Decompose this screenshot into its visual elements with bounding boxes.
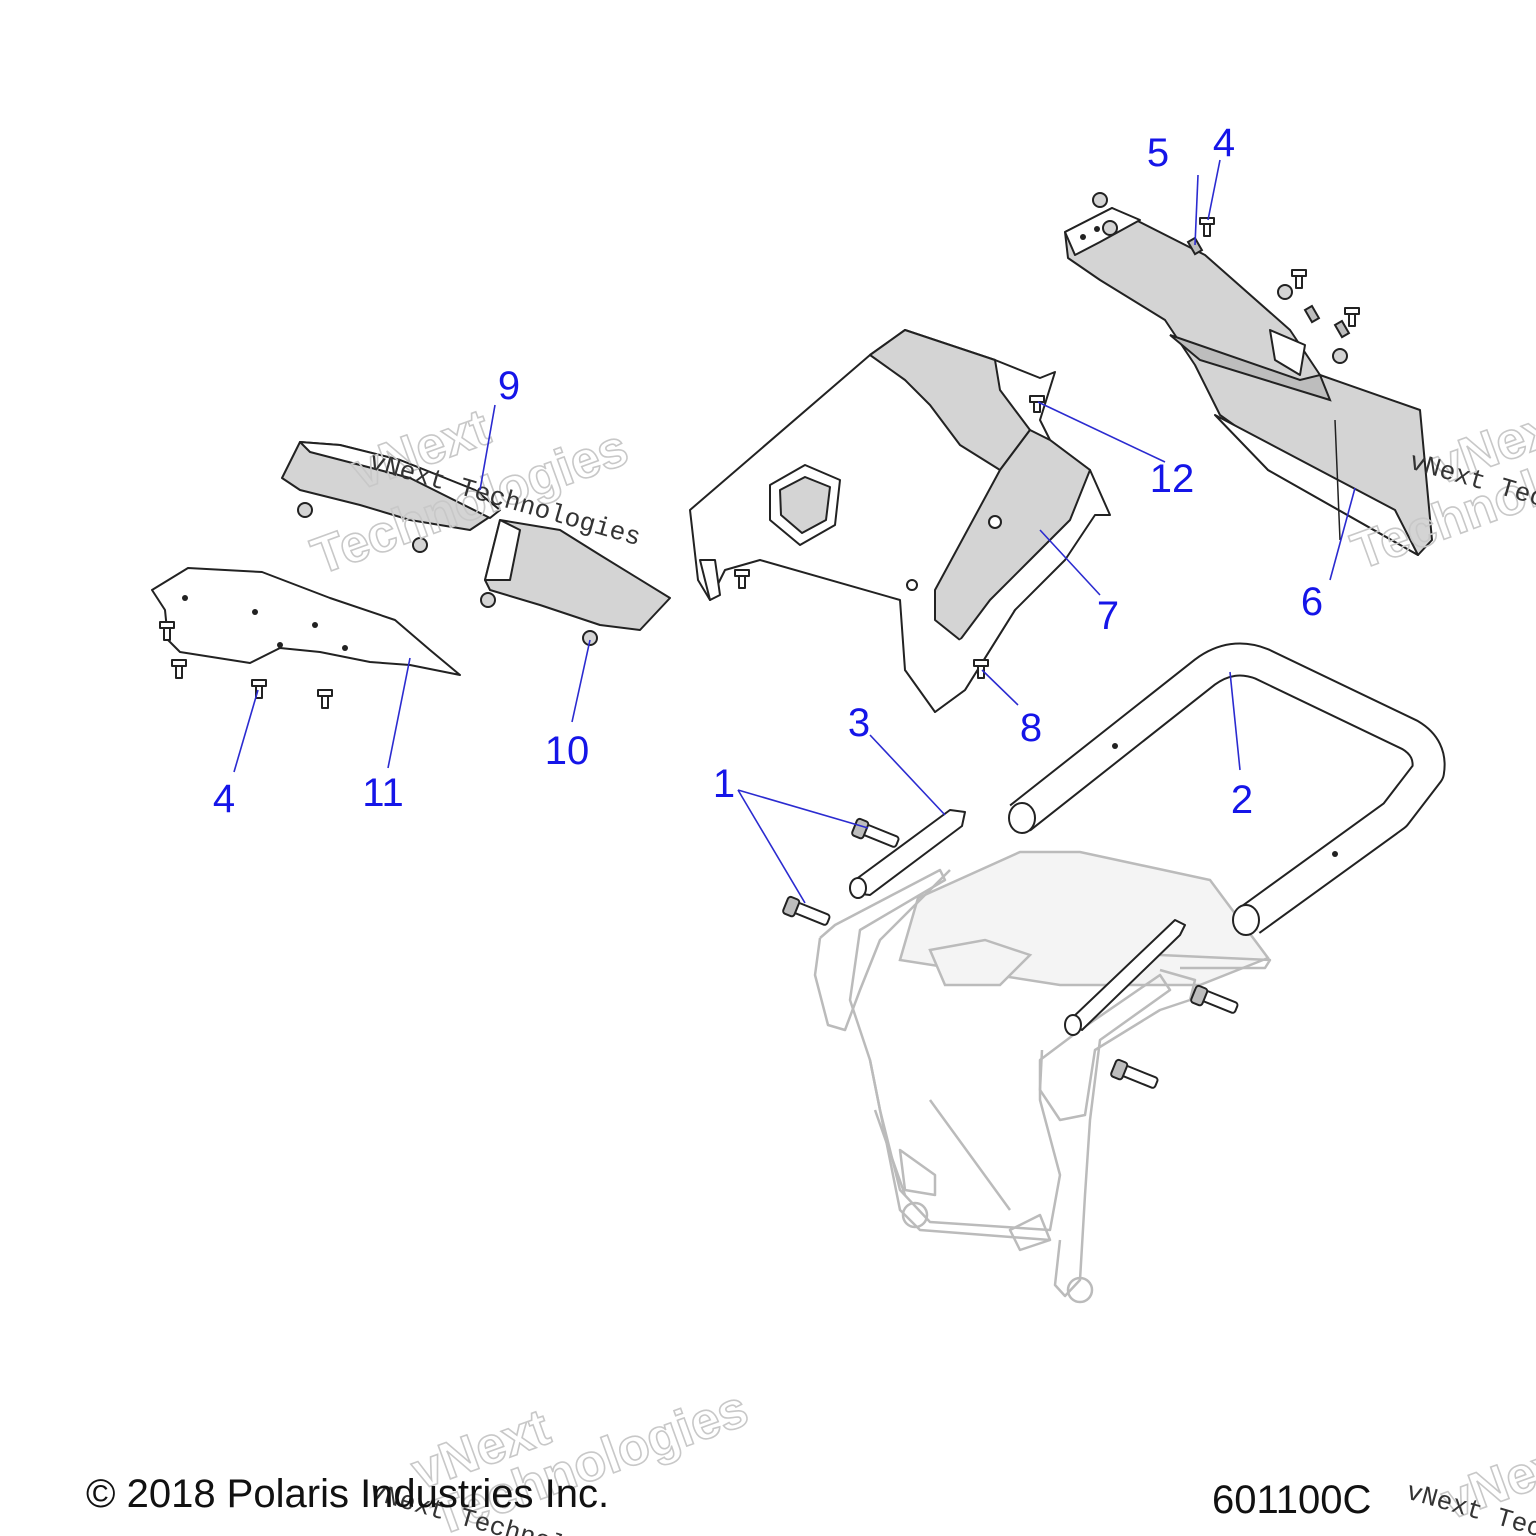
footer: © 2018 Polaris Industries Inc. 601100C [86, 1472, 1371, 1522]
part-11-skid-plate [151, 567, 461, 676]
callouts: 1 2 3 4 4 5 6 7 8 9 10 11 12 [213, 121, 1323, 822]
clip-nut-icon [480, 592, 496, 608]
push-pin-icon [1029, 395, 1045, 413]
leader-lines [233, 159, 1356, 904]
callout-8: 8 [1020, 706, 1042, 750]
fasteners [159, 192, 1360, 709]
bolts [782, 817, 1239, 1089]
callout-6: 6 [1301, 580, 1323, 624]
copyright-text: © 2018 Polaris Industries Inc. [86, 1472, 609, 1516]
callout-5: 5 [1147, 131, 1169, 175]
push-pin-icon [734, 569, 750, 589]
callout-9: 9 [498, 364, 520, 408]
diagram-number: 601100C [1212, 1478, 1371, 1522]
push-pin-icon [317, 689, 333, 709]
callout-3: 3 [848, 701, 870, 745]
part-3-strut [849, 809, 1186, 1036]
clip-icon [1333, 319, 1351, 339]
callout-4: 4 [213, 777, 235, 821]
push-pin-icon [251, 679, 267, 699]
push-pin-icon [1344, 307, 1360, 327]
clip-nut-icon [1102, 220, 1118, 236]
clip-nut-icon [297, 502, 313, 518]
callout-4: 4 [1213, 121, 1235, 165]
callout-12: 12 [1150, 457, 1195, 501]
clip-icon [1186, 236, 1204, 256]
bolt-icon [1190, 984, 1239, 1014]
callout-1: 1 [713, 762, 735, 806]
clip-nut-icon [582, 630, 598, 646]
part-9-upper-panel [281, 441, 671, 631]
bolt-icon [1110, 1058, 1159, 1089]
clip-nut-icon [1332, 348, 1348, 364]
clip-nut-icon [1277, 284, 1293, 300]
push-pin-icon [1199, 217, 1215, 237]
bolt-icon [782, 895, 831, 926]
part-6-side-panel [1064, 207, 1433, 556]
push-pin-icon [1291, 269, 1307, 289]
callout-2: 2 [1231, 778, 1253, 822]
callout-7: 7 [1097, 594, 1119, 638]
push-pin-icon [159, 621, 175, 641]
push-pin-icon [171, 659, 187, 679]
clip-icon [1303, 304, 1321, 324]
ghost-frame [813, 850, 1272, 1304]
part-2-u-tube [1008, 642, 1446, 936]
part-7-center-cowl [689, 329, 1111, 713]
bolt-icon [851, 817, 900, 848]
clip-nut-icon [412, 537, 428, 553]
callout-10: 10 [545, 729, 590, 773]
callout-11: 11 [362, 771, 404, 815]
clip-nut-icon [1092, 192, 1108, 208]
